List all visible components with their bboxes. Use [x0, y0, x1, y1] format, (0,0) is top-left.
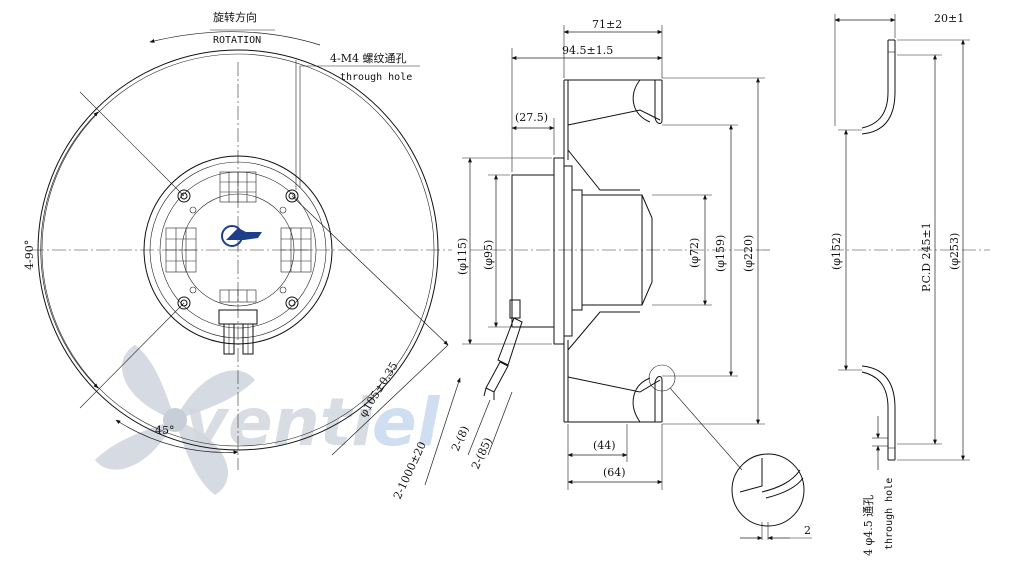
ring-profile-top [861, 40, 889, 129]
detail-2-label: 2 [804, 524, 811, 537]
ring-view: 20±1 (φ152) P.C.D 245±1 (φ253) 4 φ4.5 通孔… [830, 12, 990, 556]
offset-27-label: (27.5) [515, 111, 548, 124]
depth-20-label: 20±1 [934, 12, 964, 25]
front-view: 旋转方向 ROTATION 4-M4 螺纹通孔 through hole 4-9… [23, 10, 513, 501]
motor-outer-circle [143, 155, 333, 345]
cable-gland [218, 309, 258, 355]
d220-label: (φ220) [742, 235, 755, 272]
ring-hole-cn: 4 φ4.5 通孔 [862, 495, 875, 556]
width-94-label: 94.5±1.5 [562, 44, 613, 57]
vent-slots [165, 171, 312, 303]
mounting-studs [177, 189, 299, 310]
rotation-label-cn: 旋转方向 [213, 10, 257, 24]
d95-label: (φ95) [482, 240, 495, 270]
hole-note-en: through hole [340, 72, 412, 83]
hole-note-cn: 4-M4 螺纹通孔 [330, 51, 406, 65]
pcd-label: P.C.D 245±1 [920, 222, 933, 292]
rotation-arrow [149, 31, 321, 46]
motor-logo-icon [221, 225, 262, 247]
motor-body [511, 174, 555, 328]
dim-44-label: (44) [593, 439, 616, 452]
ring-profile-bottom [861, 371, 889, 460]
dim-64-label: (64) [603, 466, 626, 479]
width-71-label: 71±2 [592, 18, 622, 31]
watermark-text-a: venti [185, 384, 375, 461]
d159-label: (φ159) [714, 235, 727, 272]
d72-label: (φ72) [688, 238, 701, 268]
d152-label: (φ152) [830, 233, 843, 270]
ring-hole-en: through hole [884, 478, 895, 550]
side-view: 2 71±2 94.5±1.5 (27.5) (φ115) (φ95) (φ72… [456, 18, 812, 540]
detail-view: 2 [731, 453, 812, 540]
rotation-label-en: ROTATION [213, 35, 261, 46]
d115-label: (φ115) [456, 238, 469, 275]
watermark-text-b: el [372, 384, 441, 461]
cable-8-label: 2-(8) [449, 424, 472, 453]
angle-pattern-label: 4-90° [23, 240, 36, 270]
cable-85-label: 2-(85) [469, 436, 495, 472]
angle-45-label: 45° [155, 424, 175, 437]
side-cable [483, 299, 523, 400]
d253-label: (φ253) [948, 233, 961, 270]
